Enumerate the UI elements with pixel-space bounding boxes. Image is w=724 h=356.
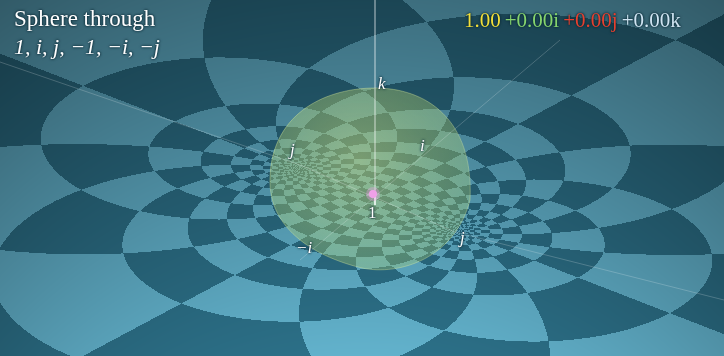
coordinate-i: +0.00i [505, 8, 559, 33]
sphere-surface [270, 88, 470, 270]
axis-label: 1 [368, 203, 377, 223]
coordinate-k: +0.00k [622, 8, 681, 33]
axis-label: −i [296, 238, 312, 258]
j-axis-ext [0, 62, 300, 165]
k-axis [375, 0, 376, 195]
coordinate-j: +0.00j [563, 8, 617, 33]
axis-label: i [420, 136, 425, 156]
j-axis-ext [455, 232, 724, 300]
heading-text: Sphere through [14, 6, 155, 32]
coordinate-real: 1.00 [464, 8, 501, 33]
axis-label: k [378, 74, 386, 94]
heading-math: 1, i, j, −1, −i, −j [14, 34, 160, 60]
j-axis [300, 165, 455, 232]
axis-label: j [460, 228, 465, 248]
axis-label: j [290, 140, 295, 160]
i-axis [300, 40, 560, 260]
point-glow [366, 187, 380, 201]
